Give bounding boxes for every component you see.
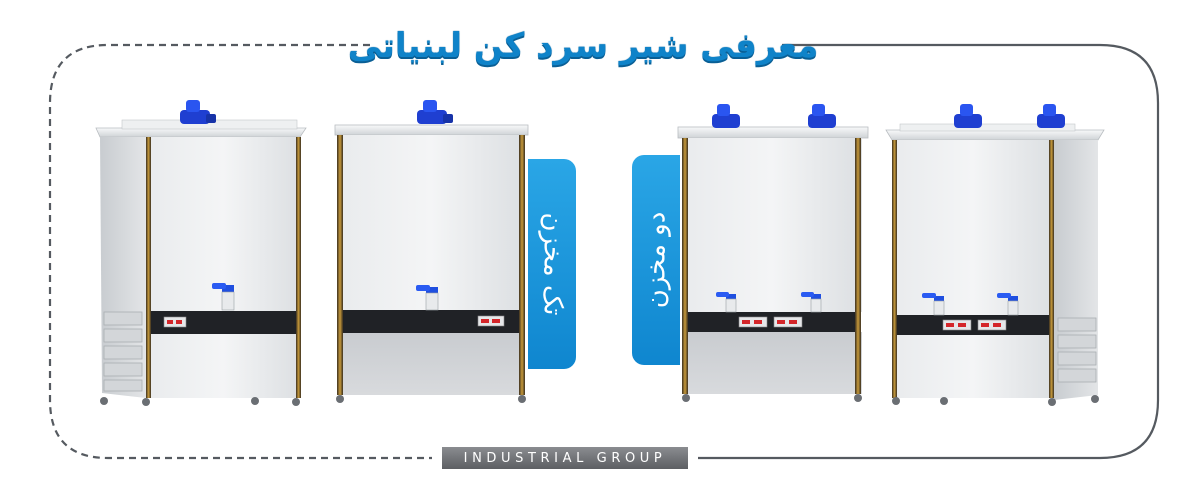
double-tank-label-text: دو مخزن xyxy=(641,211,671,309)
product-single-tank xyxy=(334,100,529,403)
single-tank-label-text: تک مخزن xyxy=(537,212,568,316)
double-tank-label: دو مخزن xyxy=(632,155,680,365)
product-single-tank-side xyxy=(95,100,307,406)
single-tank-label: تک مخزن xyxy=(528,159,576,369)
product-double-tank-side xyxy=(885,104,1105,406)
page-title: معرفی شیر سرد کن لبنیاتی xyxy=(347,26,819,66)
product-double-tank xyxy=(677,104,869,402)
industrial-group-tag: INDUSTRIAL GROUP xyxy=(442,447,688,469)
